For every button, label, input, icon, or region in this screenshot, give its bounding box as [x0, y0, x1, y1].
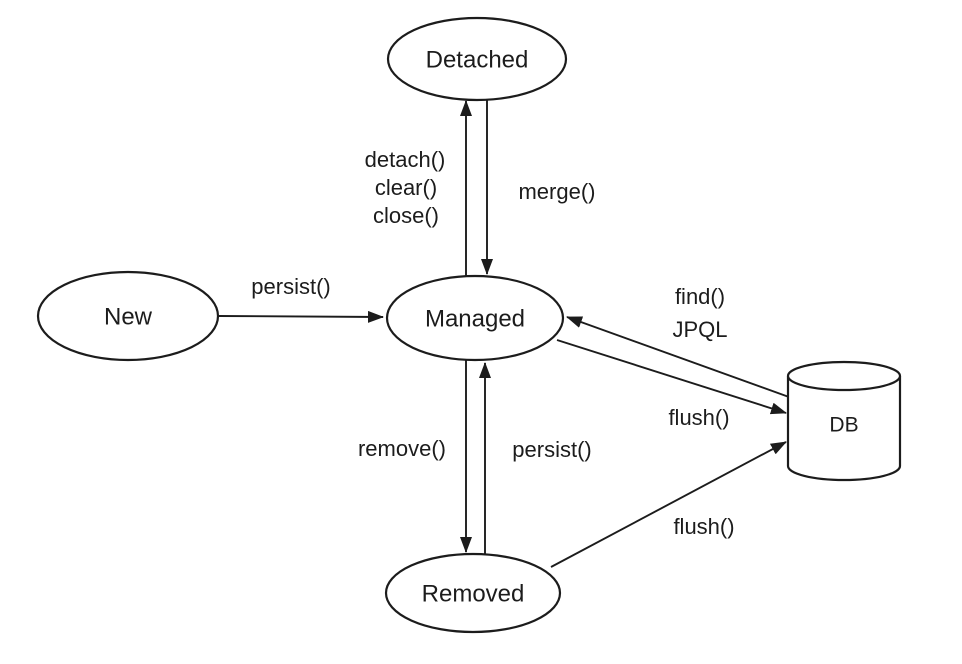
db-cylinder-body — [786, 376, 902, 482]
node-removed-shape — [384, 552, 562, 634]
node-removed-label: Removed — [422, 580, 525, 607]
node-managed-label: Managed — [425, 305, 525, 332]
node-detached-shape — [386, 16, 568, 102]
edge-label-merge: merge() — [518, 179, 595, 204]
edge-db-to-managed — [566, 316, 790, 398]
node-removed: Removed — [384, 552, 562, 634]
edge-new-to-managed — [218, 310, 384, 323]
node-managed-shape — [385, 274, 565, 362]
edge-label-flush-managed: flush() — [668, 405, 729, 430]
node-detached: Detached — [386, 16, 568, 102]
db-cylinder-top — [786, 360, 902, 392]
edge-label-jpql: JPQL — [672, 317, 727, 342]
edge-label-remove: remove() — [358, 436, 446, 461]
edge-label-persist-new: persist() — [251, 274, 330, 299]
edge-label-clear: clear() — [375, 175, 437, 200]
node-new-shape — [36, 270, 220, 362]
edge-label-flush-removed: flush() — [673, 514, 734, 539]
node-db: DB — [786, 360, 902, 482]
edge-managed-to-db — [556, 339, 787, 415]
node-db-label: DB — [829, 414, 858, 437]
node-new: New — [36, 270, 220, 362]
edge-removed-to-db — [550, 441, 787, 568]
node-detached-label: Detached — [426, 46, 529, 73]
edge-label-detach: detach() — [365, 147, 446, 172]
node-managed: Managed — [385, 274, 565, 362]
edge-label-find: find() — [675, 284, 725, 309]
node-new-label: New — [104, 303, 153, 330]
edge-label-persist-removed: persist() — [512, 437, 591, 462]
edge-label-close: close() — [373, 203, 439, 228]
